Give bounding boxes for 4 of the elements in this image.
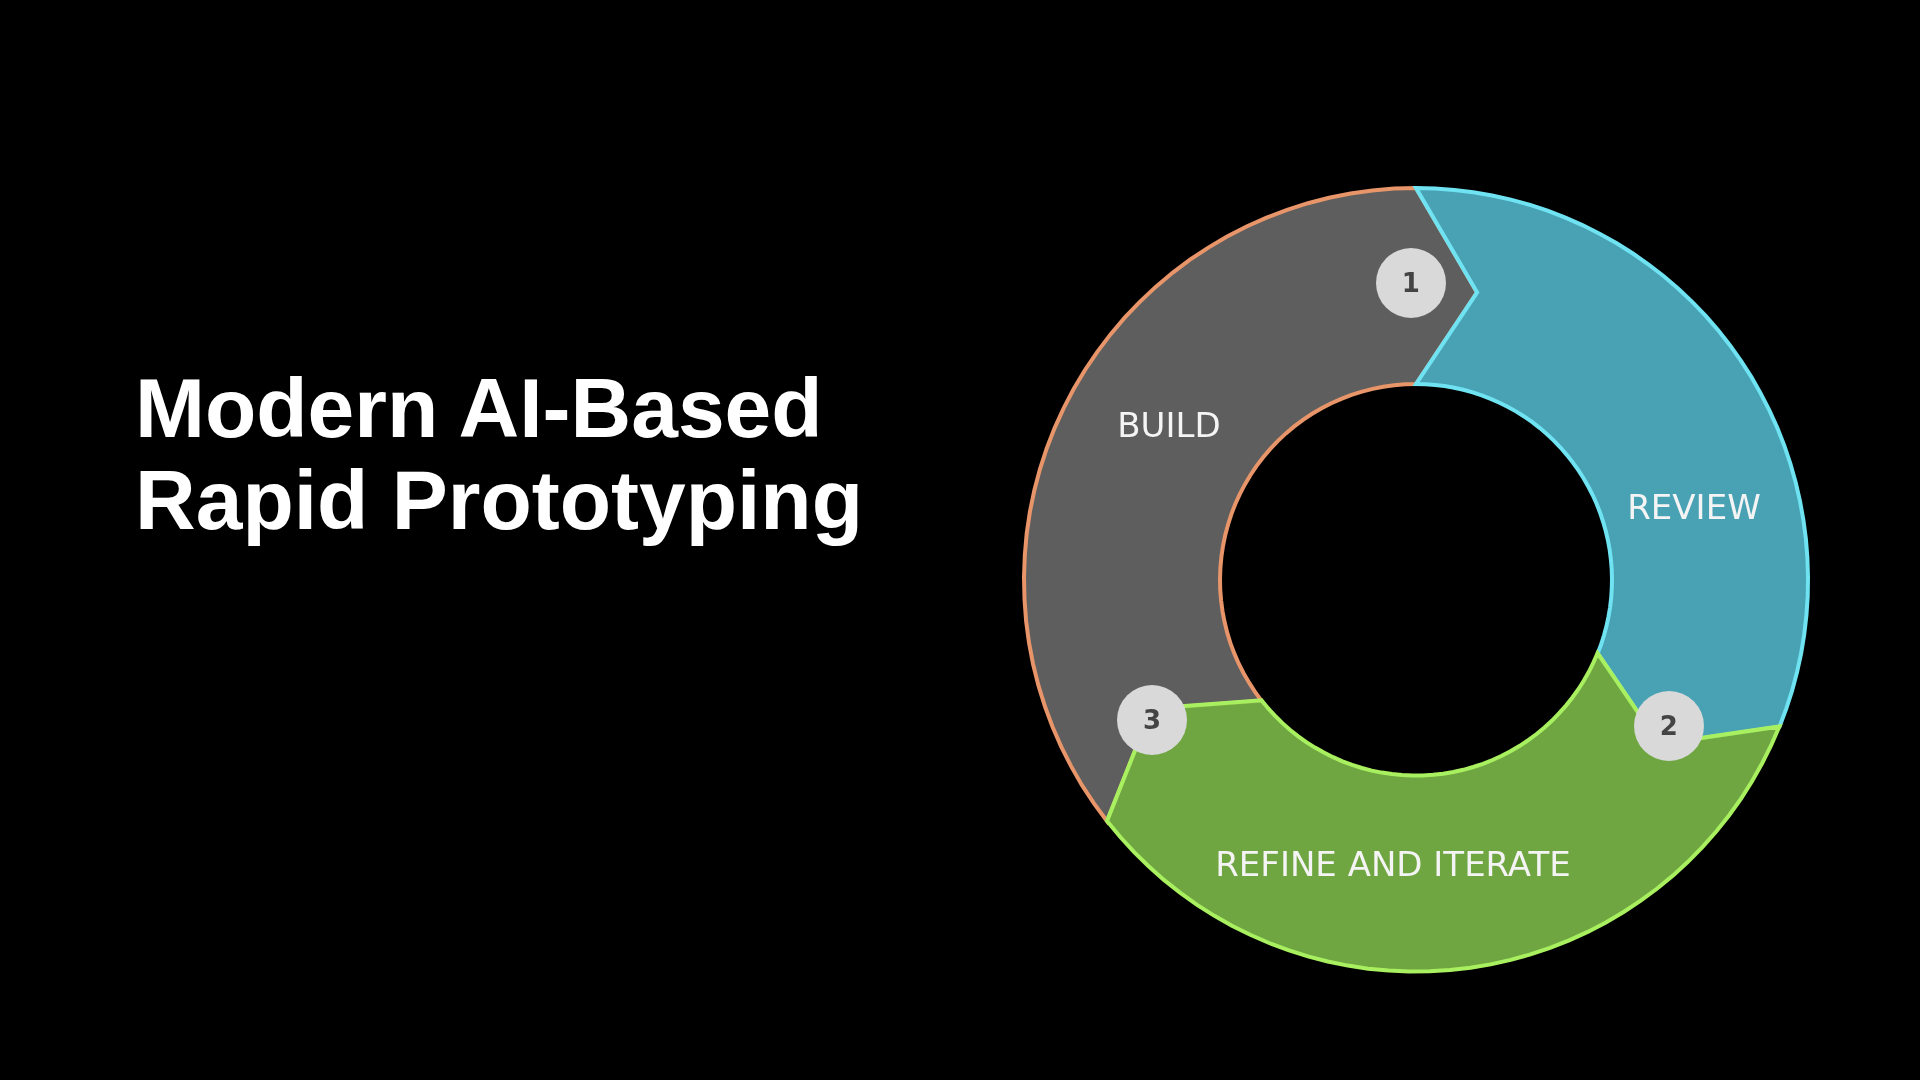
slide-title: Modern AI-Based Rapid Prototyping bbox=[135, 362, 864, 547]
step-label: REFINE AND ITERATE bbox=[1215, 844, 1571, 884]
step-label: BUILD bbox=[1117, 405, 1221, 445]
step-label: REVIEW bbox=[1627, 487, 1761, 527]
